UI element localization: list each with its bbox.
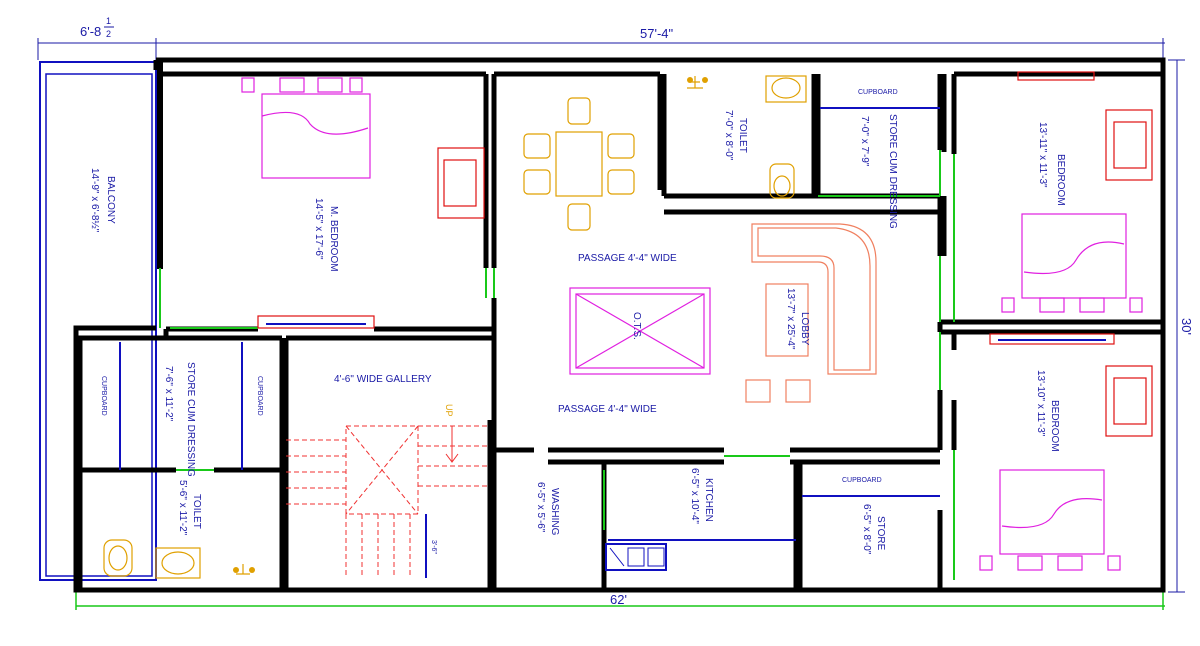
dim-bottom: 62' xyxy=(610,592,627,607)
washing-size: 6'-5" x 5'-6" xyxy=(535,482,546,533)
master-bedroom-name: M. BEDROOM xyxy=(328,206,339,272)
balcony-size: 14'-9" x 6'-8½" xyxy=(89,168,100,233)
room-labels: BALCONY 14'-9" x 6'-8½" M. BEDROOM 14'-5… xyxy=(89,89,1066,555)
bedroom-bottom-size: 13'-10" x 11'-3" xyxy=(1035,370,1046,437)
dining-set xyxy=(523,97,635,231)
cupboard-bottom: CUPBOARD xyxy=(842,477,882,484)
windows xyxy=(257,71,1115,345)
master-bed xyxy=(241,77,371,179)
kitchen-size: 6'-5" x 10'-4" xyxy=(689,468,700,524)
kitchen-name: KITCHEN xyxy=(703,478,714,522)
dim-right: 30' xyxy=(1179,318,1194,335)
store-left-size: 7'-6" x 11'-2" xyxy=(163,366,174,422)
bedroom-bottom-name: BEDROOM xyxy=(1049,400,1060,452)
bed-bottom-right xyxy=(979,469,1121,571)
lobby-name: LOBBY xyxy=(799,312,810,346)
dim-top-main: 57'-4" xyxy=(640,26,674,41)
toilet-top-size: 7'-0" x 8'-0" xyxy=(723,110,734,161)
cupboard-left-2: CUPBOARD xyxy=(256,376,263,416)
sofa-top-right xyxy=(1105,109,1153,181)
bed-top-right xyxy=(1001,213,1143,313)
balcony-name: BALCONY xyxy=(105,176,116,224)
master-bedroom-size: 14'-5" x 17'-6" xyxy=(313,198,324,260)
toilet-top-name: TOILET xyxy=(737,118,748,153)
stair-width-label: 3'-6" xyxy=(430,540,437,554)
store-bottom-name: STORE xyxy=(875,516,886,551)
bedroom-top-name: BEDROOM xyxy=(1055,154,1066,206)
cupboard-top: CUPBOARD xyxy=(858,89,898,96)
cupboard-lines xyxy=(119,107,940,541)
passage-bottom-label: PASSAGE 4'-4" WIDE xyxy=(558,404,657,415)
lobby-sofa xyxy=(745,223,877,403)
store-bottom-size: 6'-5" x 8'-0" xyxy=(861,504,872,555)
balcony-inner xyxy=(45,73,153,577)
staircase xyxy=(286,425,490,578)
store-left-name: STORE CUM DRESSING xyxy=(185,362,196,477)
lobby-size: 13'-7" x 25'-4" xyxy=(785,288,796,350)
sofa-master xyxy=(437,147,485,219)
interior-walls xyxy=(76,61,1163,590)
dim-top-left-frac-den: 2 xyxy=(106,29,111,39)
ots-label: O.T.S. xyxy=(631,312,642,340)
dimension-lines xyxy=(37,38,1185,610)
store-top-size: 7'-0" x 7'-9" xyxy=(859,116,870,167)
outer-walls xyxy=(73,57,1166,593)
toilet-left-fixtures xyxy=(103,539,255,579)
passage-top-label: PASSAGE 4'-4" WIDE xyxy=(578,253,677,264)
stair-up-label: UP xyxy=(444,404,454,417)
kitchen-sink xyxy=(605,543,667,571)
toilet-left-name: TOILET xyxy=(191,494,202,529)
openings xyxy=(159,150,955,580)
ots-opening xyxy=(569,287,711,375)
washing-name: WASHING xyxy=(549,488,560,536)
dim-top-left: 6'-8 xyxy=(80,24,101,39)
toilet-top-fixtures xyxy=(687,75,807,199)
gallery-label: 4'-6" WIDE GALLERY xyxy=(334,374,432,385)
toilet-left-size: 5'-6" x 11'-2" xyxy=(177,480,188,536)
store-top-name: STORE CUM DRESSING xyxy=(887,114,898,229)
balcony-outline xyxy=(39,61,157,581)
cupboard-left-1: CUPBOARD xyxy=(100,376,107,416)
sofa-bottom-right xyxy=(1105,365,1153,437)
bedroom-top-size: 13'-11" x 11'-3" xyxy=(1037,122,1048,188)
dim-top-left-frac-num: 1 xyxy=(106,16,111,26)
